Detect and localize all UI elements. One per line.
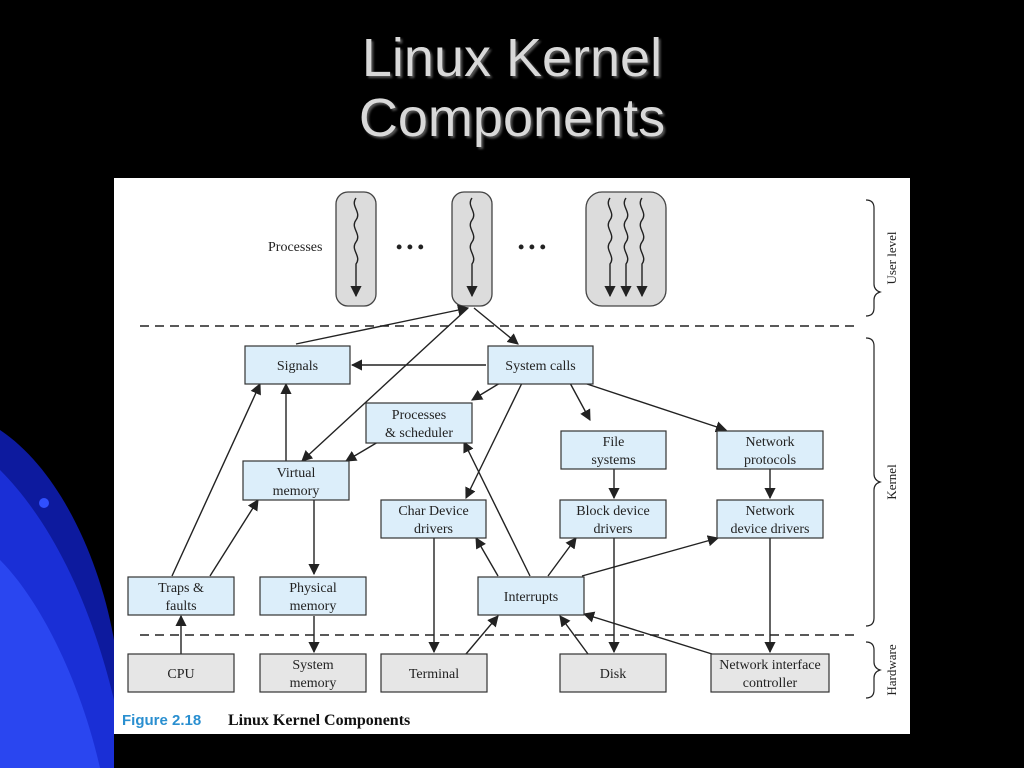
file-systems-box: File systems (560, 430, 667, 470)
figure-caption: Linux Kernel Components (228, 712, 410, 729)
svg-text:Disk: Disk (600, 667, 626, 682)
svg-text:memory: memory (290, 599, 337, 614)
svg-text:Traps &: Traps & (158, 581, 204, 596)
svg-text:Processes: Processes (392, 408, 446, 423)
svg-text:System calls: System calls (505, 359, 575, 374)
arrow-traps-to-vmem (209, 499, 259, 577)
arrow-syscalls-to-chardrv (465, 382, 523, 500)
svg-text:Interrupts: Interrupts (504, 590, 558, 605)
svg-text:System: System (292, 658, 333, 673)
svg-text:drivers: drivers (594, 522, 633, 537)
svg-text:Physical: Physical (289, 581, 337, 596)
network-interface-controller-box: Network interface controller (710, 653, 830, 693)
kernel-level-brace (865, 337, 882, 627)
arrow-syscalls-to-procsched (471, 382, 501, 401)
disk-box: Disk (559, 653, 667, 693)
signals-box: Signals (244, 345, 351, 385)
slide-title-line-2: Components (358, 88, 666, 148)
virtual-memory-box: Virtual memory (242, 460, 350, 501)
user-level-label: User level (884, 231, 899, 284)
arrow-process-to-vmem (301, 307, 469, 462)
svg-text:Block device: Block device (576, 504, 649, 519)
network-protocols-box: Network protocols (716, 430, 824, 470)
process-multithreaded (585, 191, 667, 307)
ellipsis-2: • • • (518, 237, 546, 257)
svg-text:Network interface: Network interface (719, 658, 820, 673)
svg-text:Network: Network (746, 504, 795, 519)
process-2 (451, 191, 493, 307)
arrow-interrupts-to-blockdrv (547, 537, 577, 577)
svg-text:memory: memory (273, 484, 320, 499)
arrow-nic-to-interrupts (582, 611, 713, 655)
svg-text:faults: faults (165, 599, 196, 614)
arrow-signals-to-process (295, 304, 470, 345)
arrow-procsched-to-vmem (345, 441, 379, 462)
arrow-interrupts-to-procsched (463, 440, 531, 577)
arrow-traps-to-signals (171, 382, 261, 577)
linux-kernel-diagram: User level Kernel Hardware Processes • •… (114, 178, 910, 734)
hardware-level-label: Hardware (884, 644, 899, 695)
svg-text:memory: memory (290, 676, 337, 691)
arrow-disk-to-interrupts (559, 615, 589, 655)
cpu-box: CPU (127, 653, 235, 693)
user-level-brace (865, 199, 882, 317)
arrow-interrupts-to-chardrv (475, 537, 499, 577)
traps-faults-box: Traps & faults (127, 576, 235, 616)
svg-text:device drivers: device drivers (731, 522, 810, 537)
arrow-interrupts-to-netdrv (581, 535, 720, 577)
figure-number: Figure 2.18 (122, 712, 201, 729)
network-device-drivers-box: Network device drivers (716, 499, 824, 539)
svg-text:& scheduler: & scheduler (385, 426, 453, 441)
svg-text:Terminal: Terminal (409, 667, 459, 682)
svg-text:CPU: CPU (167, 667, 194, 682)
svg-text:Virtual: Virtual (277, 466, 316, 481)
svg-text:Signals: Signals (277, 359, 318, 374)
interrupts-box: Interrupts (477, 576, 585, 616)
svg-text:protocols: protocols (744, 453, 796, 468)
svg-text:Network: Network (746, 435, 795, 450)
processes-label: Processes (268, 240, 322, 255)
process-1 (335, 191, 377, 307)
svg-text:Char Device: Char Device (398, 504, 468, 519)
kernel-level-label: Kernel (884, 464, 899, 500)
svg-text:systems: systems (591, 453, 635, 468)
arrow-syscalls-to-filesys (569, 382, 591, 421)
char-device-drivers-box: Char Device drivers (380, 499, 487, 539)
arrow-process-to-syscalls (473, 307, 519, 345)
ellipsis-1: • • • (396, 237, 424, 257)
system-calls-box: System calls (487, 345, 594, 385)
svg-text:File: File (603, 435, 625, 450)
svg-text:controller: controller (743, 676, 798, 691)
physical-memory-box: Physical memory (259, 576, 367, 616)
slide-title: Linux Kernel Components (0, 28, 1024, 148)
terminal-box: Terminal (380, 653, 488, 693)
slide-title-line-1: Linux Kernel (361, 28, 663, 88)
processes-scheduler-box: Processes & scheduler (365, 402, 473, 444)
arrow-syscalls-to-netproto (583, 382, 728, 433)
system-memory-box: System memory (259, 653, 367, 693)
block-device-drivers-box: Block device drivers (559, 499, 667, 539)
arrow-terminal-to-interrupts (465, 615, 499, 655)
svg-text:drivers: drivers (414, 522, 453, 537)
hardware-level-brace (865, 641, 882, 699)
